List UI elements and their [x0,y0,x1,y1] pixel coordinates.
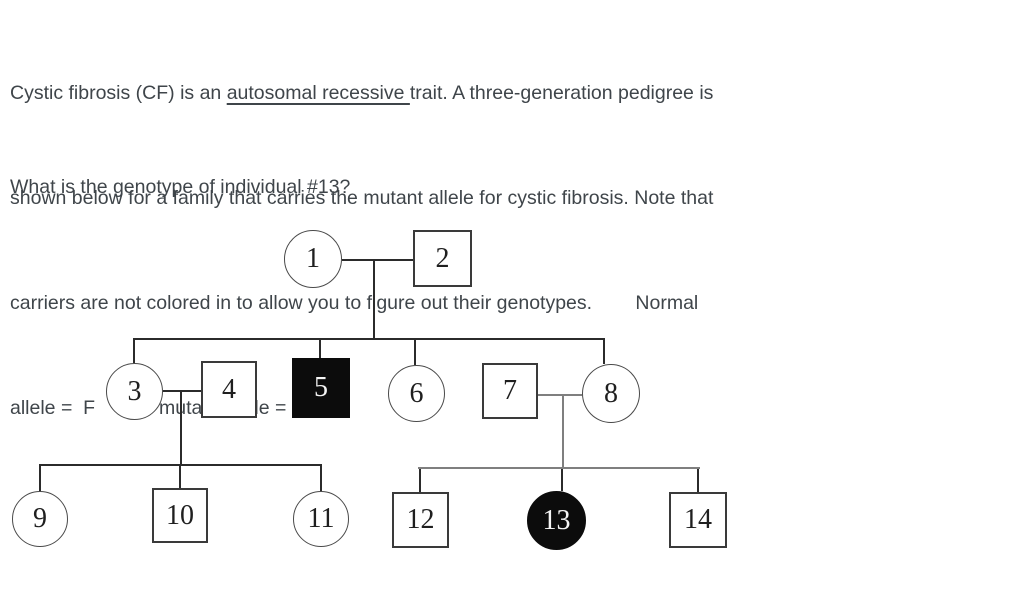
individual-6-label: 6 [409,377,424,409]
drop-line-to-8 [603,340,605,364]
individual-7-label: 7 [503,375,517,406]
individual-13-label: 13 [542,504,571,536]
sibship-line-gen3-right [418,467,700,469]
individual-3-label: 3 [127,375,142,407]
pedigree-individual-13-circle-affected: 13 [527,491,586,550]
question-line-3: carriers are not colored in to allow you… [10,292,699,314]
drop-line-to-12 [419,469,421,492]
pedigree-individual-1-circle: 1 [284,230,342,288]
descent-line-3-4 [180,392,182,465]
pedigree-individual-3-circle: 3 [106,363,163,420]
question-line-1: Cystic fibrosis (CF) is an autosomal rec… [10,76,713,111]
question-line-1-pre: Cystic fibrosis (CF) is an [10,82,227,104]
pedigree-individual-10-square: 10 [152,488,208,543]
pedigree-individual-6-circle: 6 [388,365,445,422]
drop-line-to-5 [319,340,321,359]
individual-5-label: 5 [314,372,328,403]
drop-line-to-13 [561,469,563,491]
pedigree-individual-8-circle: 8 [582,364,640,423]
individual-4-label: 4 [222,373,236,405]
question-line-1-post: trait. A three-generation pedigree is [409,82,714,104]
pedigree-individual-9-circle: 9 [12,491,68,547]
sibship-line-gen3-left [39,464,322,466]
underlined-phrase: autosomal recessive [226,82,410,104]
couple-line-7-8 [538,394,582,396]
pedigree-individual-14-square: 14 [669,492,727,548]
individual-12-label: 12 [406,504,435,535]
individual-1-label: 1 [306,243,320,274]
descent-line-1-2 [373,260,375,338]
pedigree-individual-4-square: 4 [201,361,257,418]
individual-8-label: 8 [604,377,618,409]
drop-line-to-6 [414,340,416,365]
sibship-line-gen2 [133,338,605,340]
pedigree-individual-11-circle: 11 [293,491,349,547]
drop-line-to-10 [179,466,181,488]
individual-10-label: 10 [166,499,194,531]
pedigree-individual-2-square: 2 [413,230,472,287]
drop-line-to-9 [39,466,41,491]
couple-line-1-2 [342,259,413,261]
individual-9-label: 9 [33,503,47,534]
question-paragraph: Cystic fibrosis (CF) is an autosomal rec… [10,6,713,496]
drop-line-to-11 [320,466,322,491]
drop-line-to-3 [133,340,135,363]
question-prompt: What is the genotype of individual #13? [10,176,351,198]
individual-14-label: 14 [684,504,712,535]
pedigree-individual-7-square: 7 [482,363,538,419]
individual-11-label: 11 [307,503,335,534]
pedigree-individual-12-square: 12 [392,492,449,548]
couple-line-3-4 [163,390,201,392]
descent-line-7-8 [562,396,564,468]
pedigree-individual-5-square-affected: 5 [292,358,350,418]
question-line-2: shown below for a family that carries th… [10,187,714,209]
individual-2-label: 2 [435,242,450,274]
drop-line-to-14 [697,469,699,492]
